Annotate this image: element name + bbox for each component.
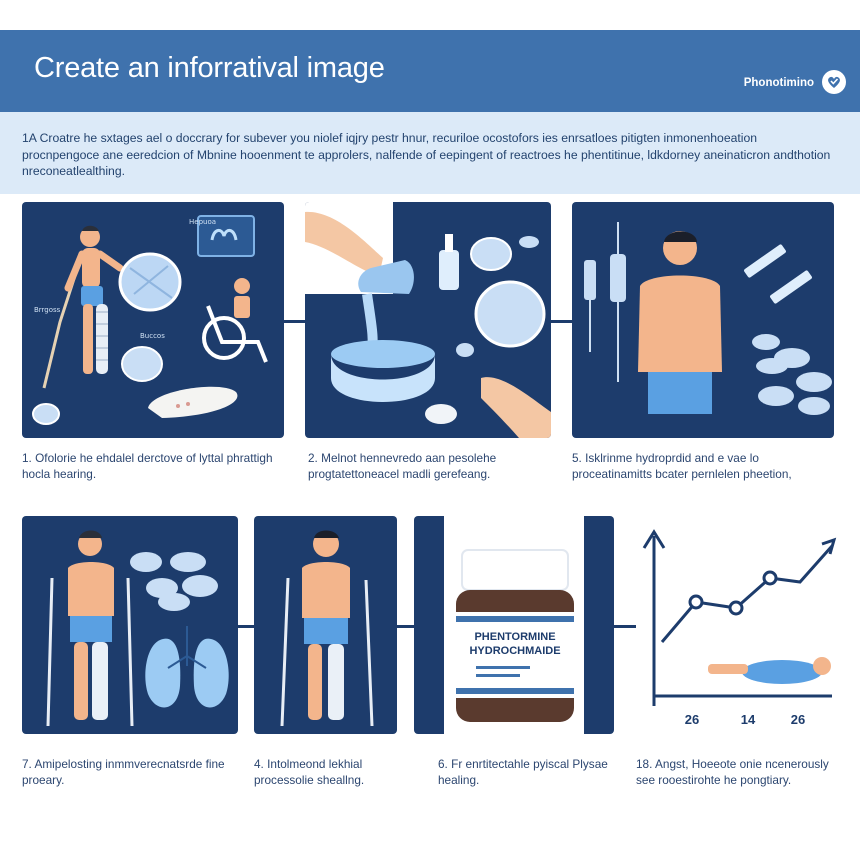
bandage-icon <box>148 386 238 418</box>
intro-paragraph: 1A Croatre he sxtages ael o doccrary for… <box>22 131 831 178</box>
caption-step: 2. Melnot hennevredo aan pesolehe progta… <box>308 451 497 481</box>
water-bowl-icon <box>331 340 435 402</box>
caption-step: 6. Fr enrtitectahle pyiscal Plysae heali… <box>438 757 608 787</box>
brand-name: Phonotimino <box>743 77 814 89</box>
pill-icon <box>796 372 832 392</box>
svg-text:Hepuoa: Hepuoa <box>189 218 216 226</box>
bottle-label-line2: HYDROCHMAIDE <box>469 645 560 657</box>
pill-icon <box>170 552 206 572</box>
panel-progress-graph: 26 14 26 <box>636 516 838 734</box>
bottle-label-line1: PHENTORMINE <box>474 631 555 643</box>
caption-step: 4. Intolmeond lekhial processolie sheall… <box>254 757 365 787</box>
pill-icon <box>456 343 474 357</box>
panel-crutches-pills <box>22 516 238 734</box>
connector-line <box>236 625 256 628</box>
hand-pouring-icon <box>305 211 414 354</box>
panel-healing <box>254 516 397 734</box>
pill-icon <box>798 397 830 415</box>
syringe-icon <box>744 244 812 304</box>
panel-treatment <box>572 202 834 438</box>
pill-icon <box>470 237 512 271</box>
pill-icon <box>182 575 218 597</box>
man-figure <box>638 231 722 414</box>
intro-band: 1A Croatre he sxtages ael o doccrary for… <box>0 112 860 194</box>
panel-water-medication <box>305 202 551 438</box>
graph-tick-label: 14 <box>741 712 756 727</box>
connector-line <box>549 320 577 323</box>
medicine-bottle-icon <box>456 549 574 722</box>
pill-icon <box>130 552 162 572</box>
man-on-crutches-figure <box>46 530 134 727</box>
lungs-icon <box>145 626 229 708</box>
pill-icon <box>474 280 546 348</box>
pill-icon <box>758 386 794 406</box>
header-bar: Create an inforratival image Phonotimino <box>0 30 860 112</box>
pill-icon <box>118 252 182 312</box>
heart-logo-icon <box>822 70 846 94</box>
pill-icon <box>519 236 539 248</box>
pill-icon <box>32 403 60 425</box>
iv-drip-icon <box>584 222 626 382</box>
page-title: Create an inforratival image <box>34 52 385 84</box>
injured-man-figure <box>42 225 124 389</box>
pill-icon <box>752 334 780 350</box>
resting-person-icon <box>708 657 831 684</box>
connector-line <box>612 625 636 628</box>
connector-line <box>395 625 417 628</box>
connector-line <box>282 320 310 323</box>
graph-tick-label: 26 <box>791 712 805 727</box>
pill-icon <box>756 358 788 374</box>
svg-text:Buccos: Buccos <box>140 332 165 340</box>
line-graph-icon <box>642 529 837 706</box>
caption-step: 18. Angst, Hoeeote onie ncenerously see … <box>636 757 829 787</box>
caption-step: 7. Amipelosting inmmverecnatsrde fine pr… <box>22 757 225 787</box>
svg-text:Brrgoss: Brrgoss <box>34 306 61 314</box>
pill-icon <box>121 346 163 382</box>
hand-holding-pill-icon <box>481 377 551 438</box>
pill-icon <box>425 404 457 424</box>
xray-icon <box>197 215 255 257</box>
panel-medication-bottle: PHENTORMINE HYDROCHMAIDE <box>414 516 614 734</box>
caption-step: 1. Ofolorie he ehdalel derctove of lytta… <box>22 451 273 481</box>
graph-tick-label: 26 <box>685 712 699 727</box>
man-on-crutches-figure <box>280 530 374 727</box>
pill-icon <box>158 593 190 611</box>
panel-injury: Brrgoss Buccos Hepuoa <box>22 202 284 438</box>
caption-step: 5. Isklrinme hydroprdid and e vae lo pro… <box>572 451 792 481</box>
wheelchair-icon <box>202 278 268 363</box>
dropper-bottle-icon <box>439 234 459 290</box>
pill-icon <box>146 578 178 598</box>
